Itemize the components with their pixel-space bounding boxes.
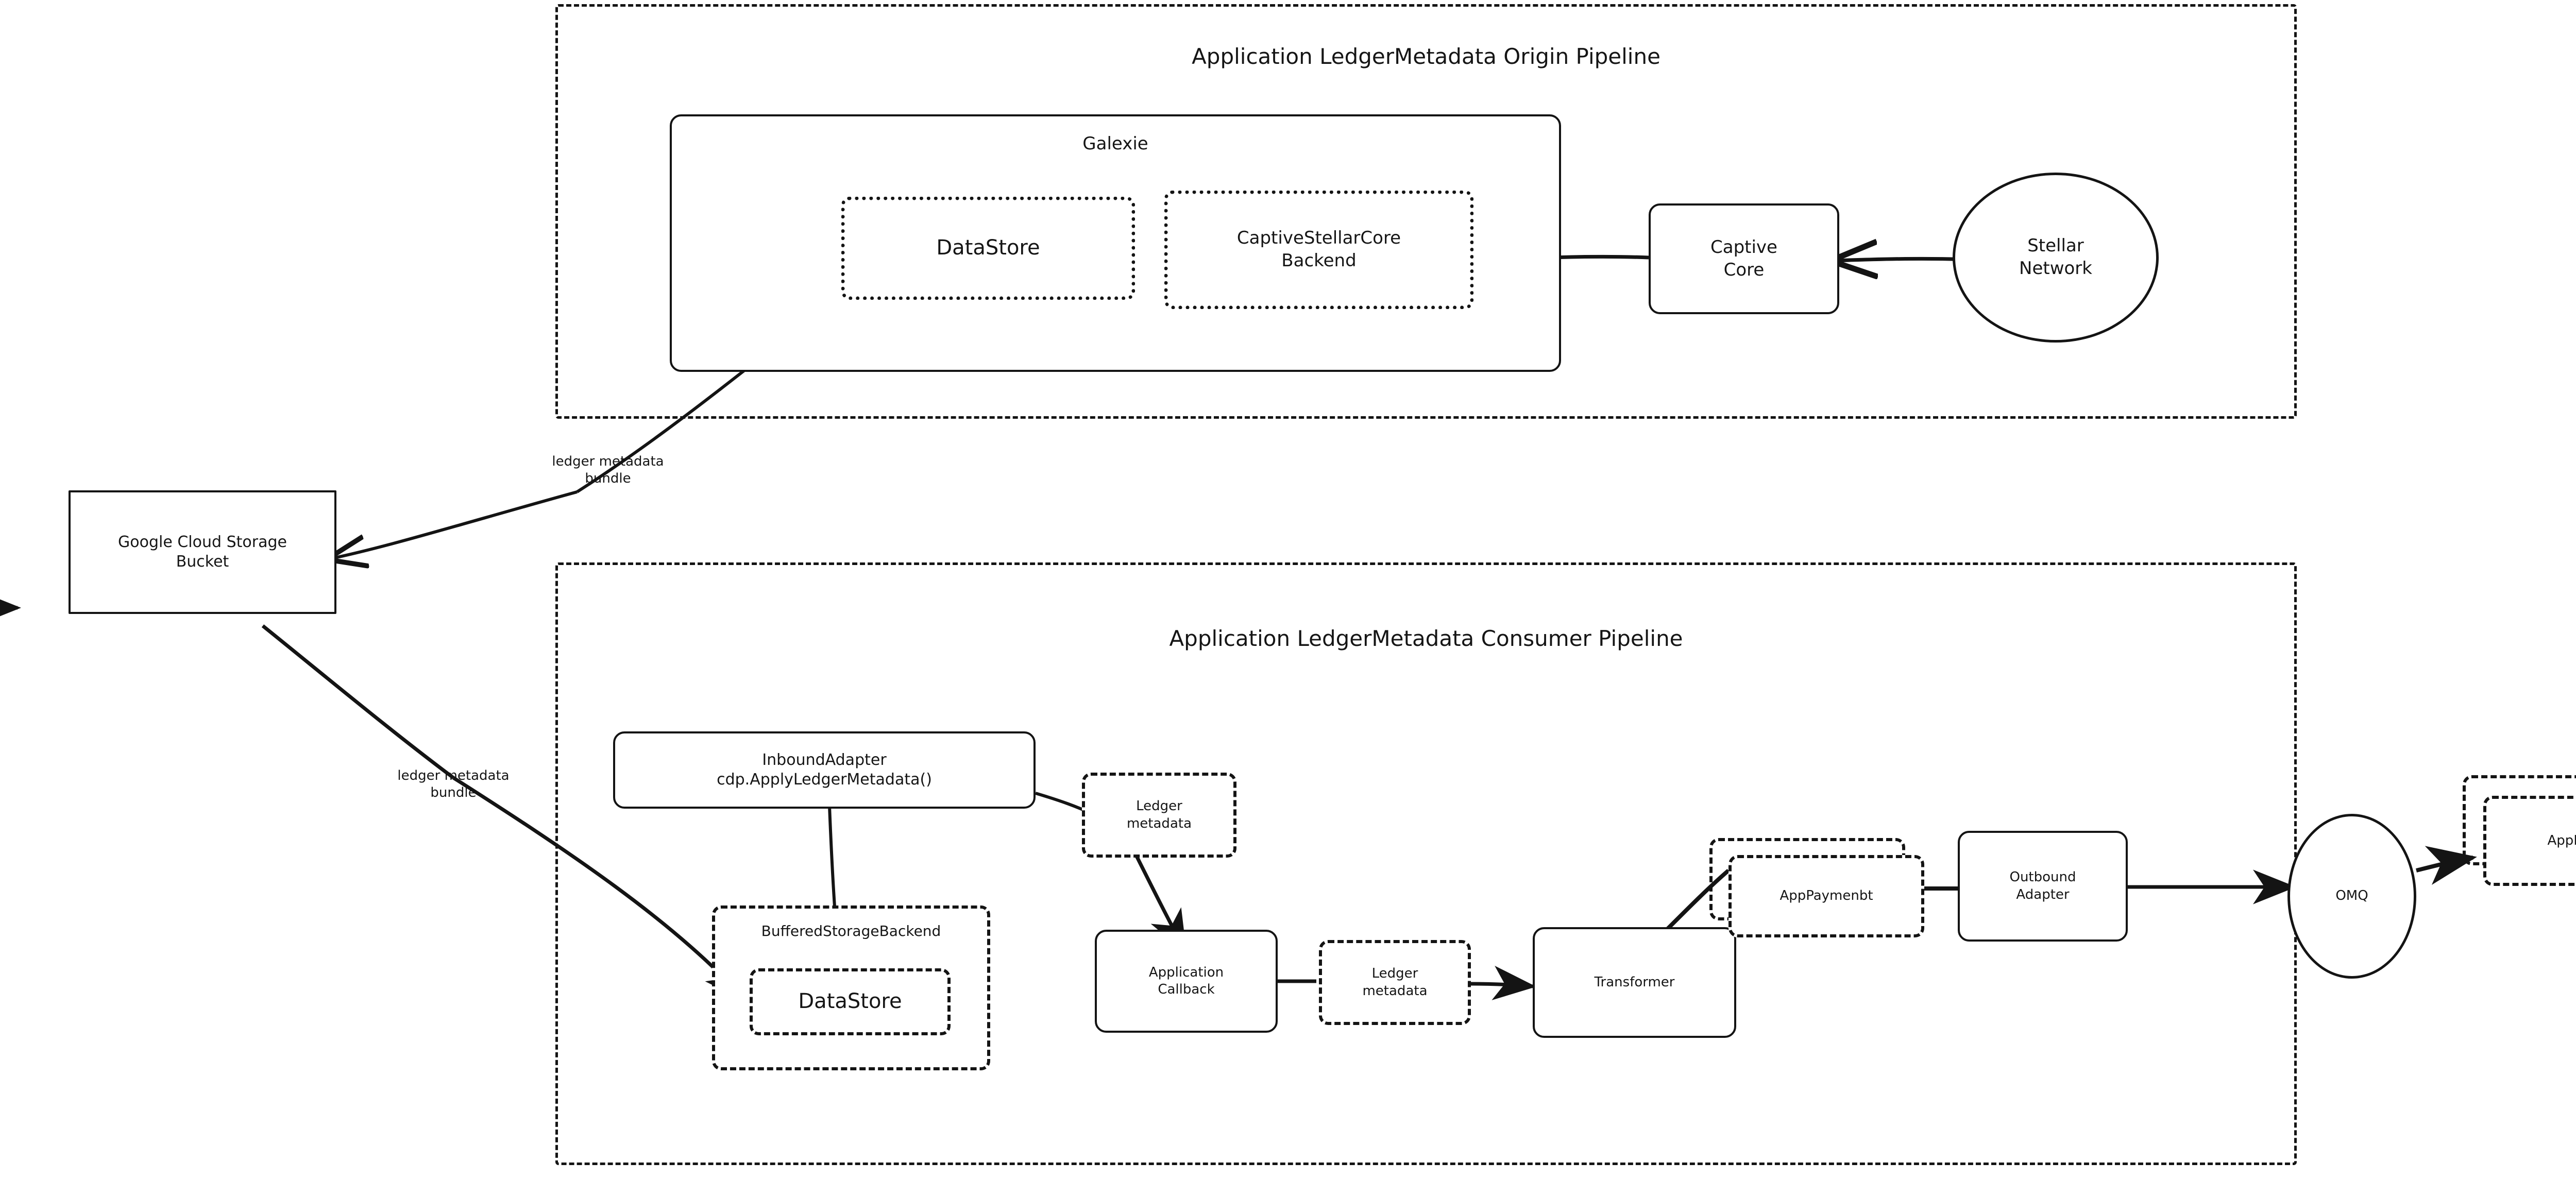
node-transformer-label: Transformer: [1594, 974, 1675, 990]
node-application-callback-label: Application Callback: [1148, 964, 1224, 997]
node-gcs-bucket-label: Google Cloud Storage Bucket: [118, 533, 287, 571]
node-stellar-network[interactable]: Stellar Network: [1953, 173, 2159, 343]
node-consumer-datastore[interactable]: DataStore: [750, 968, 951, 1035]
group-origin-pipeline: [555, 4, 2297, 419]
node-app-paymenbt-1-label: AppPaymenbt: [1780, 888, 1873, 904]
node-captive-stellar-core-backend-label: CaptiveStellarCore Backend: [1236, 228, 1401, 271]
node-captive-core[interactable]: Captive Core: [1649, 203, 1839, 314]
edge-bucket-to-consumer-a: [261, 624, 455, 779]
group-consumer-pipeline-title: Application LedgerMetadata Consumer Pipe…: [1169, 626, 1683, 651]
node-outbound-adapter-label: Outbound Adapter: [2009, 869, 2076, 902]
node-omq-label: OMQ: [2335, 888, 2368, 904]
node-ledger-metadata-2-label: Ledger metadata: [1362, 966, 1428, 999]
node-consumer-datastore-label: DataStore: [798, 989, 902, 1014]
node-stellar-network-label: Stellar Network: [2019, 235, 2092, 279]
edge-datastore-to-bucket-b: [330, 490, 578, 559]
node-app-paymenbt-1[interactable]: AppPaymenbt: [1728, 855, 1924, 937]
node-app-paymenbt-2-label: AppPaymenbt: [2547, 832, 2576, 848]
group-origin-pipeline-title: Application LedgerMetadata Origin Pipeli…: [1192, 44, 1660, 69]
node-inbound-adapter-label: InboundAdapter cdp.ApplyLedgerMetadata(): [717, 750, 932, 789]
node-omq[interactable]: OMQ: [2287, 814, 2416, 979]
node-captive-stellar-core-backend[interactable]: CaptiveStellarCore Backend: [1164, 191, 1473, 309]
node-transformer[interactable]: Transformer: [1533, 927, 1736, 1038]
node-application-callback[interactable]: Application Callback: [1095, 930, 1278, 1033]
node-ledger-metadata-1[interactable]: Ledger metadata: [1082, 773, 1236, 858]
group-buffered-storage-backend-title: BufferedStorageBackend: [761, 922, 941, 939]
node-outbound-adapter[interactable]: Outbound Adapter: [1958, 831, 2128, 942]
node-inbound-adapter[interactable]: InboundAdapter cdp.ApplyLedgerMetadata(): [613, 731, 1036, 809]
node-origin-datastore[interactable]: DataStore: [841, 197, 1135, 300]
node-ledger-metadata-1-label: Ledger metadata: [1126, 798, 1192, 831]
group-galexie-title: Galexie: [1082, 133, 1148, 154]
node-origin-datastore-label: DataStore: [936, 236, 1040, 260]
edge-label-bundle-upper: ledger metadata bundle: [552, 454, 664, 486]
node-ledger-metadata-2[interactable]: Ledger metadata: [1319, 940, 1471, 1025]
edge-label-bundle-lower: ledger metadata bundle: [397, 768, 510, 800]
node-app-paymenbt-2[interactable]: AppPaymenbt: [2483, 796, 2576, 886]
node-captive-core-label: Captive Core: [1710, 236, 1777, 280]
node-gcs-bucket[interactable]: Google Cloud Storage Bucket: [69, 490, 336, 614]
